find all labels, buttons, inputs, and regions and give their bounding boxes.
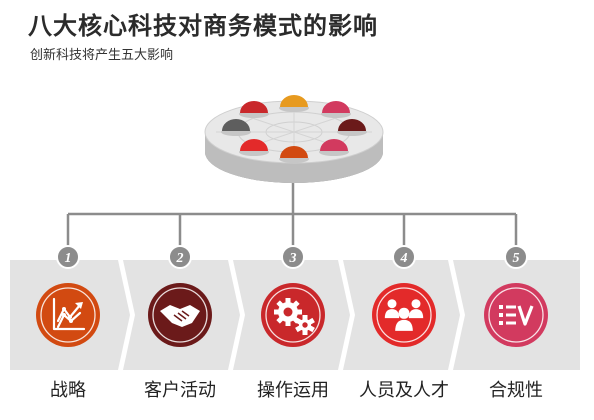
page-title: 八大核心科技对商务模式的影响 (28, 12, 378, 40)
handshake-icon (160, 305, 200, 327)
chart-growth-icon (52, 297, 86, 331)
impact-icon-3 (261, 283, 325, 347)
hub-dome (239, 139, 269, 156)
connector-lines (66, 175, 518, 248)
impact-icon-4 (372, 283, 436, 347)
hub-platform-icon (204, 95, 384, 183)
number-badge-5: 5 (504, 245, 528, 269)
hub-dome (337, 119, 367, 136)
checklist-icon (499, 305, 534, 326)
impact-label-4: 人员及人才 (359, 380, 449, 401)
people-group-icon (384, 299, 424, 331)
hub-dome (319, 139, 349, 156)
number-badge-text: 4 (400, 251, 408, 266)
impact-label-2: 客户活动 (144, 380, 216, 401)
hub-dome (221, 119, 251, 136)
page-subtitle: 创新科技将产生五大影响 (30, 48, 174, 63)
impact-label-1: 战略 (50, 380, 86, 401)
number-badge-1: 1 (56, 245, 80, 269)
number-badge-text: 1 (65, 251, 72, 266)
number-badge-text: 2 (176, 251, 184, 266)
hub-dome (279, 95, 309, 112)
hub-dome (279, 146, 309, 163)
number-badge-2: 2 (168, 245, 192, 269)
number-badge-3: 3 (281, 245, 305, 269)
hub-dome (239, 101, 269, 118)
impact-label-5: 合规性 (489, 380, 543, 401)
impact-icon-2 (148, 283, 212, 347)
hub-dome (321, 101, 351, 118)
number-badge-text: 5 (513, 251, 520, 266)
number-badge-text: 3 (289, 251, 297, 266)
gears-icon (274, 298, 315, 335)
number-badge-4: 4 (392, 245, 416, 269)
impact-icon-5 (484, 283, 548, 347)
impact-icon-1 (36, 283, 100, 347)
impact-label-3: 操作运用 (257, 380, 329, 401)
